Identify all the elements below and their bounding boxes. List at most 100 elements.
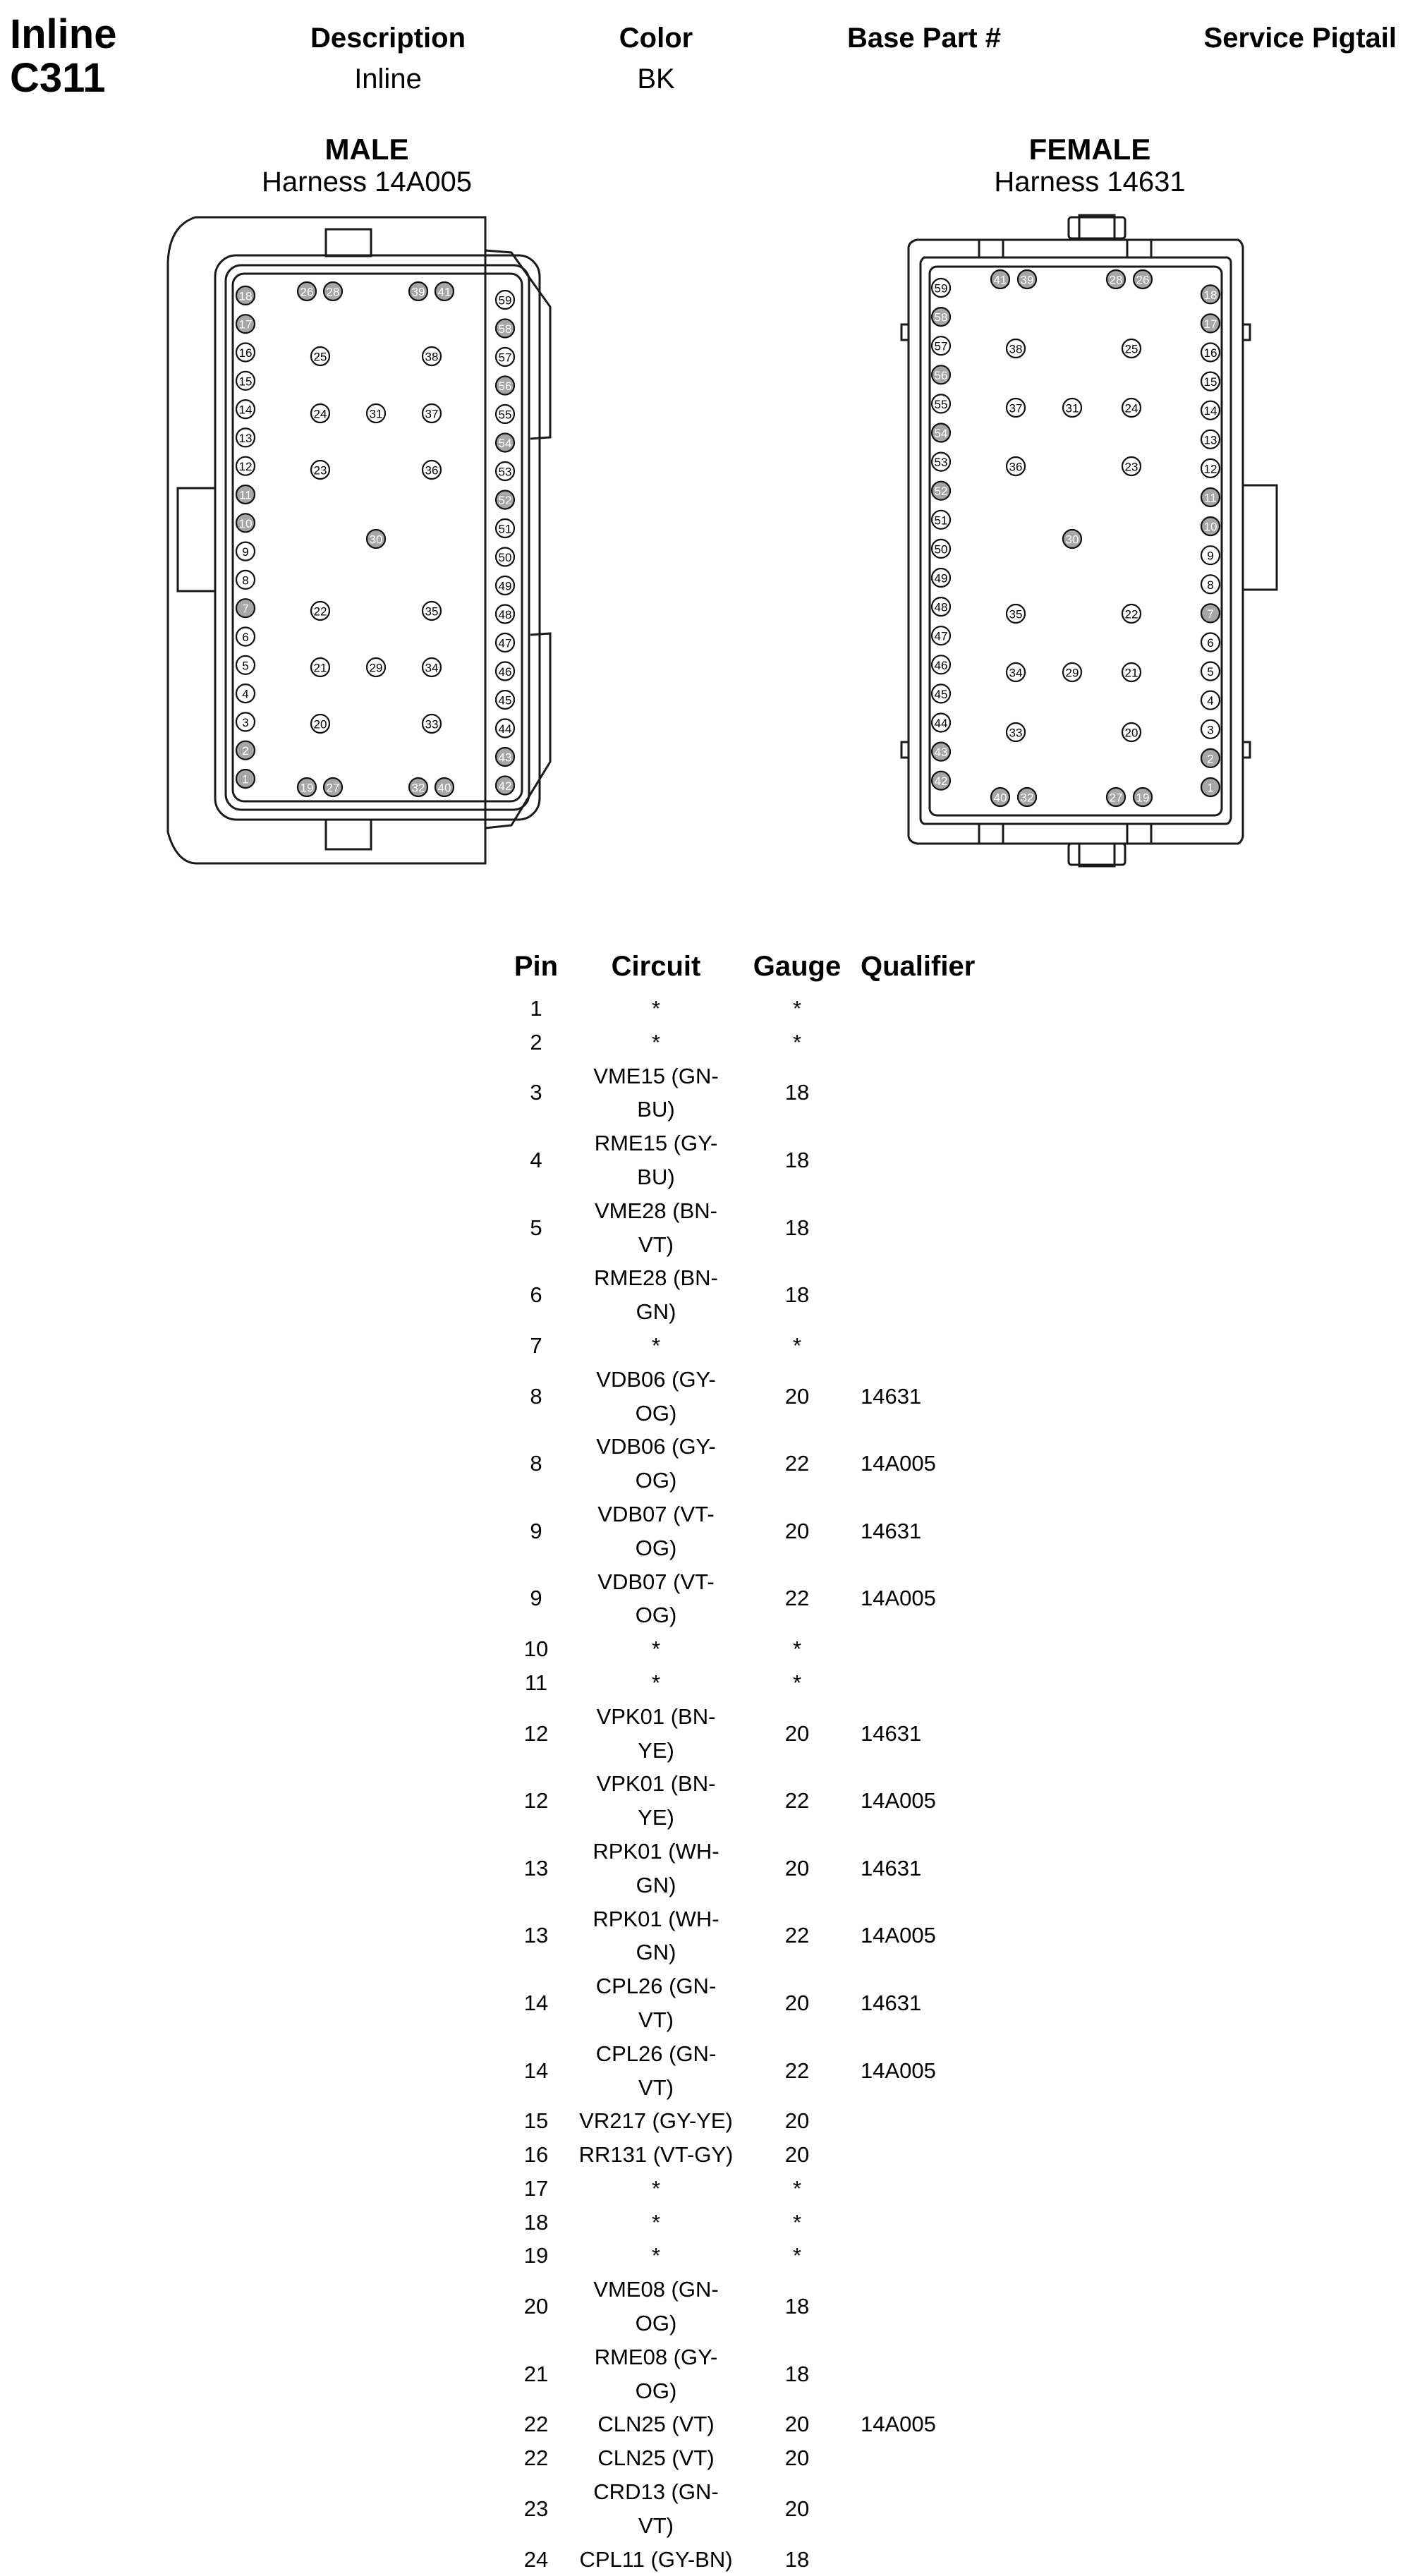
female-pin-field: 4243444546474849505152535455565758591234… — [930, 269, 1221, 808]
pin-number-label: 30 — [1066, 533, 1079, 547]
pin-cavity — [235, 399, 256, 420]
pin-cavity — [296, 281, 317, 302]
pin-56: 56 — [930, 365, 952, 385]
gauge-cell: * — [792, 2175, 802, 2201]
gauge-cell: * — [792, 1029, 802, 1055]
pin-cavity — [1200, 371, 1221, 391]
pin-3: 3 — [1200, 719, 1221, 739]
circuit-cell: * — [651, 1332, 661, 1358]
pin-number-label: 56 — [935, 369, 948, 382]
circuit-cell: CPL11 (GY-BN) — [579, 2546, 733, 2572]
pin-cavity — [494, 403, 516, 425]
pin-cavity — [1005, 397, 1026, 418]
table-row: 17** — [494, 2172, 1002, 2206]
pin-number-label: 17 — [1204, 317, 1217, 331]
pin-number-label: 38 — [425, 351, 439, 364]
pin-8: 8 — [1200, 574, 1221, 595]
pin-number-label: 49 — [499, 580, 512, 593]
pin-25: 25 — [1121, 338, 1142, 359]
pin-cell: 8 — [530, 1383, 542, 1409]
pin-number-label: 36 — [1009, 461, 1023, 474]
table-row: 19** — [494, 2239, 1002, 2273]
qualifier-cell: 14631 — [861, 1855, 922, 1881]
pin-number-label: 10 — [1204, 521, 1217, 534]
pin-39: 39 — [408, 281, 429, 302]
pin-number-label: 9 — [1207, 549, 1213, 563]
pin-2: 2 — [1200, 748, 1221, 769]
pin-30: 30 — [365, 528, 387, 549]
qualifier-cell — [861, 2206, 1002, 2240]
pin-cavity — [408, 281, 429, 302]
pin-number-label: 40 — [994, 791, 1007, 805]
pin-number-label: 47 — [935, 630, 948, 643]
pin-25: 25 — [310, 346, 331, 367]
pin-10: 10 — [1200, 516, 1221, 537]
pin-number-label: 34 — [1009, 667, 1023, 680]
pin-5: 5 — [1200, 661, 1221, 681]
pin-cavity — [930, 596, 952, 617]
pin-38: 38 — [421, 346, 442, 367]
pin-number-label: 34 — [425, 662, 439, 675]
pin-23: 23 — [310, 459, 331, 480]
pin-cavity — [930, 770, 952, 791]
pin-cavity — [235, 626, 256, 647]
pin-cavity — [930, 655, 952, 675]
pin-cavity — [1105, 269, 1126, 290]
pin-cavity — [1200, 400, 1221, 420]
pin-cell: 16 — [523, 2142, 549, 2168]
gauge-cell: 22 — [784, 1788, 810, 1813]
pin-42: 42 — [494, 775, 516, 796]
pin-number-label: 56 — [499, 379, 512, 393]
pin-cavity — [1062, 397, 1083, 418]
pin-number-label: 50 — [935, 542, 948, 556]
pin-number-label: 54 — [499, 437, 512, 450]
pin-10: 10 — [235, 513, 256, 533]
pin-number-label: 18 — [1204, 288, 1217, 302]
pin-41: 41 — [990, 269, 1011, 290]
gauge-cell: 18 — [784, 1080, 810, 1105]
pin-number-label: 55 — [935, 398, 948, 411]
pin-number-label: 43 — [935, 746, 948, 759]
qualifier-cell — [861, 2441, 1002, 2475]
pin-number-label: 44 — [935, 717, 948, 730]
female-harness-label: Harness 14631 — [994, 166, 1186, 198]
pin-cavity — [494, 775, 516, 796]
connector-diagrams: 1234567891011121314151617184243444546474… — [166, 214, 1278, 868]
pin-cavity — [1200, 661, 1221, 681]
pin-cell: 7 — [530, 1332, 542, 1358]
pin-9: 9 — [1200, 545, 1221, 566]
circuit-cell: CLN25 (VT) — [597, 2446, 715, 2471]
pin-cavity — [930, 567, 952, 588]
pin-cavity — [1200, 458, 1221, 479]
pin-number-label: 20 — [314, 718, 327, 731]
circuit-cell: VR217 (GY-YE) — [579, 2108, 733, 2134]
pin-number-label: 27 — [327, 782, 340, 795]
pin-cavity — [310, 403, 331, 424]
pin-number-label: 1 — [242, 773, 248, 786]
pin-6: 6 — [1200, 632, 1221, 652]
gauge-cell: 20 — [784, 2446, 810, 2471]
pin-number-label: 55 — [499, 408, 512, 422]
gauge-cell: * — [792, 2243, 802, 2268]
pin-cavity — [930, 684, 952, 704]
pin-29: 29 — [1062, 662, 1083, 683]
gauge-cell: 20 — [784, 1720, 810, 1746]
pin-32: 32 — [408, 777, 429, 798]
pin-cavity — [930, 365, 952, 385]
pin-31: 31 — [1062, 397, 1083, 418]
pin-number-label: 2 — [242, 744, 248, 758]
pin-7: 7 — [235, 598, 256, 619]
pin-cavity — [421, 459, 442, 480]
pin-14: 14 — [1200, 400, 1221, 420]
pin-number-label: 7 — [1207, 607, 1213, 621]
pin-cavity — [494, 604, 516, 624]
circuit-cell: * — [651, 1029, 661, 1055]
pin-51: 51 — [930, 509, 952, 530]
pin-cavity — [930, 336, 952, 356]
pin-cavity — [1121, 603, 1142, 624]
